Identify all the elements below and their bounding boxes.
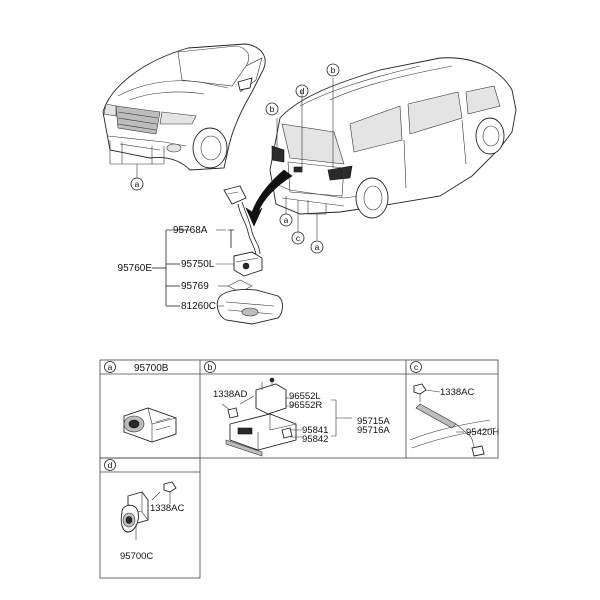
parking-assist-module-illustration <box>221 377 297 457</box>
callout-c[interactable]: c <box>291 231 305 245</box>
callout-a-rear-right[interactable]: a <box>310 240 324 254</box>
svg-text:d: d <box>108 460 113 470</box>
svg-text:b: b <box>270 104 275 114</box>
part-96552R[interactable]: 96552R <box>289 400 322 411</box>
panel-b-key[interactable]: b <box>204 361 216 373</box>
parking-sensor-illustration <box>123 407 177 443</box>
callout-a-front[interactable]: a <box>130 177 144 191</box>
detail-panels-frame <box>99 359 499 579</box>
part-95760E[interactable]: 95760E <box>118 263 153 274</box>
svg-text:b: b <box>331 65 336 75</box>
direction-arrow <box>245 169 293 227</box>
part-95715A[interactable]: 95715A <box>357 416 390 427</box>
part-81260C[interactable]: 81260C <box>181 301 216 312</box>
panel-d-key[interactable]: d <box>104 459 116 471</box>
part-95842[interactable]: 95842 <box>302 434 328 445</box>
panel-a: a 95700B <box>104 361 177 443</box>
part-95769[interactable]: 95769 <box>181 281 209 292</box>
part-96552L[interactable]: 96552L <box>289 391 321 402</box>
svg-text:c: c <box>414 362 419 372</box>
callout-b-left[interactable]: b <box>265 102 279 116</box>
svg-text:a: a <box>135 179 140 189</box>
camera-assembly-illustration <box>216 185 283 325</box>
part-1338AD[interactable]: 1338AD <box>213 389 247 400</box>
part-95716A[interactable]: 95716A <box>357 425 390 436</box>
callout-d[interactable]: d <box>295 84 309 98</box>
part-95700C[interactable]: 95700C <box>120 551 153 562</box>
callout-b-top[interactable]: b <box>326 63 340 77</box>
panel-c: c 1338AC 95420H <box>409 361 499 457</box>
part-95700B[interactable]: 95700B <box>134 363 169 374</box>
part-95750L[interactable]: 95750L <box>181 259 215 270</box>
svg-text:d: d <box>300 86 305 96</box>
panel-c-key[interactable]: c <box>410 361 422 373</box>
part-1338AC-d[interactable]: 1338AC <box>150 503 184 514</box>
svg-text:c: c <box>296 233 301 243</box>
front-vehicle-illustration <box>102 43 266 178</box>
svg-text:a: a <box>284 215 289 225</box>
panel-a-key[interactable]: a <box>104 361 116 373</box>
panel-b: b 1338AD 96552L 96552R 95841 95842 <box>204 361 390 457</box>
part-95420H[interactable]: 95420H <box>466 427 499 438</box>
assembly-bracket <box>152 229 234 307</box>
svg-text:b: b <box>208 362 213 372</box>
rear-vehicle-illustration <box>269 57 517 240</box>
panel-d: d 1338AC 95700C <box>104 459 184 562</box>
part-95768A[interactable]: 95768A <box>173 225 208 236</box>
callout-a-rear-left[interactable]: a <box>279 213 293 227</box>
svg-text:a: a <box>108 362 113 372</box>
rear-camera-illustration <box>120 481 177 540</box>
rear-sensor-harness-illustration <box>409 383 497 457</box>
part-1338AC-c[interactable]: 1338AC <box>440 387 474 398</box>
part-95841[interactable]: 95841 <box>302 425 328 436</box>
svg-text:a: a <box>315 242 320 252</box>
